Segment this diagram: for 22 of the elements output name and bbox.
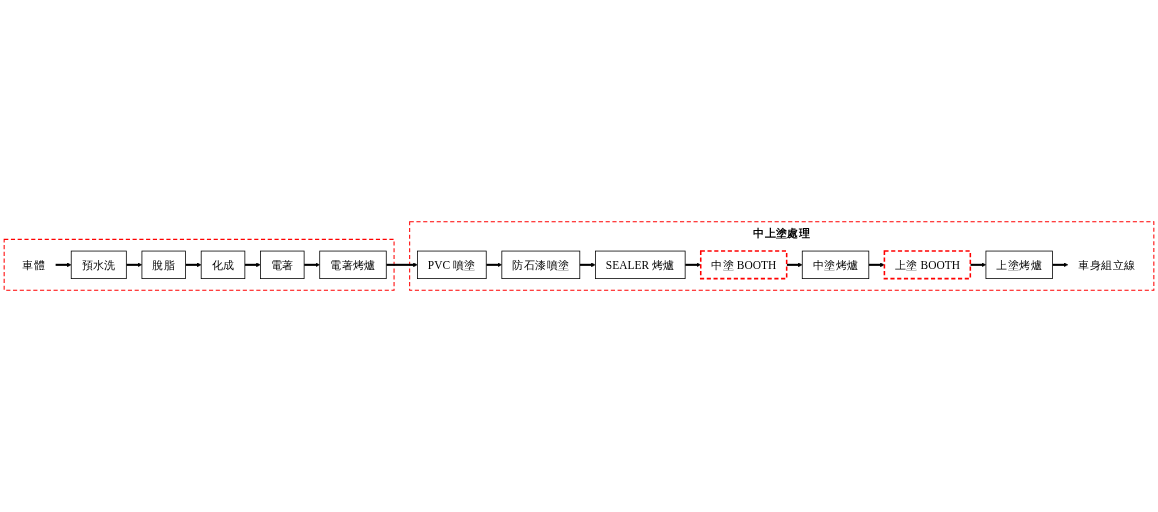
arrow [185, 262, 202, 268]
node-box: 中塗 BOOTH [699, 250, 788, 280]
node-box: SEALER 烤爐 [595, 250, 686, 279]
arrow [244, 262, 261, 268]
arrow [1052, 262, 1069, 268]
node-box: 電著 [260, 250, 305, 279]
arrow [386, 262, 418, 268]
node-text: 車體 [22, 258, 46, 272]
node-box: 中塗烤爐 [801, 250, 870, 279]
node-box: 防石漆噴塗 [501, 250, 581, 279]
cluster [3, 238, 395, 291]
node-text: 車身組立線 [1078, 258, 1136, 272]
node-box: 上塗 BOOTH [883, 250, 972, 280]
arrow [304, 262, 320, 268]
node-box: 電著烤爐 [319, 250, 387, 279]
node-box: 化成 [200, 250, 246, 279]
arrow [126, 262, 143, 268]
arrow [970, 262, 987, 268]
node-box: 脫脂 [141, 250, 186, 279]
node-box: PVC 噴塗 [417, 250, 487, 279]
node-box: 預水洗 [70, 250, 127, 279]
node-box: 上塗烤爐 [985, 250, 1053, 279]
